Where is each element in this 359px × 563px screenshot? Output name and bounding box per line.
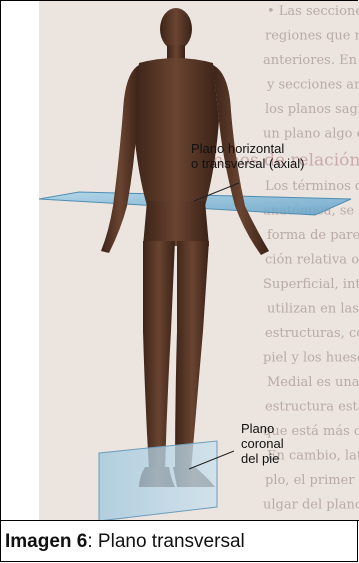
caption-row: Imagen 6: Plano transversal	[1, 520, 359, 563]
horizontal-plane-label: Plano horizontal o transversal (axial)	[191, 141, 304, 171]
coronal-plane-label-line3: del pie	[241, 451, 284, 466]
anatomy-illustration: • Las secciones oblicuas son cortes regio…	[39, 1, 359, 521]
background-text-line: estructuras, como un órgano, con respect…	[265, 326, 359, 341]
anatomy-figure: • Las secciones oblicuas son cortes regio…	[39, 1, 359, 521]
coronal-plane-label: Plano coronal del pie	[241, 421, 284, 466]
background-text-line: regiones que no siguen uno de los	[265, 29, 359, 44]
background-text-line: piel y los huesos.	[263, 351, 359, 366]
background-text-line: un plano algo oblicuo.	[263, 127, 359, 142]
background-text-line: y secciones anatómicas no se sitúan	[266, 78, 359, 93]
horizontal-plane-label-line1: Plano horizontal	[191, 141, 304, 156]
caption-text: : Plano transversal	[87, 531, 244, 552]
caption-label: Imagen 6	[5, 531, 87, 552]
background-text-line: ulgar del plano medio el pulgar	[263, 498, 359, 513]
figure-caption: Imagen 6: Plano transversal	[5, 531, 245, 553]
background-text-line: Superficial, intermedio y profundo	[263, 277, 359, 292]
background-text-line: plo, el primer dedo del pie, es el pul	[265, 473, 359, 488]
background-text-line: estructura está en su posición anatómica…	[265, 400, 359, 415]
background-text-line: forma de pares (opuestos) como ello	[267, 228, 359, 243]
background-text-line: ción relativa o localización (fig. I.	[265, 253, 359, 268]
background-text-line: anteriores. En la práctica, muchas	[263, 53, 359, 68]
coronal-plane	[99, 441, 217, 521]
background-text-line: • Las secciones oblicuas son cortes	[267, 4, 359, 19]
coronal-plane-label-line2: coronal	[241, 436, 284, 451]
background-text-line: los planos sagitales, coronales u horizo…	[265, 102, 359, 117]
horizontal-plane-label-line2: o transversal (axial)	[191, 156, 304, 171]
background-text-line: Los términos de relación describen	[265, 179, 359, 194]
coronal-plane-label-line1: Plano	[241, 421, 284, 436]
background-text-line: Medial es una vista que indica que	[267, 375, 359, 390]
background-text-line: utilizan en las descripciones para descr…	[267, 302, 359, 317]
